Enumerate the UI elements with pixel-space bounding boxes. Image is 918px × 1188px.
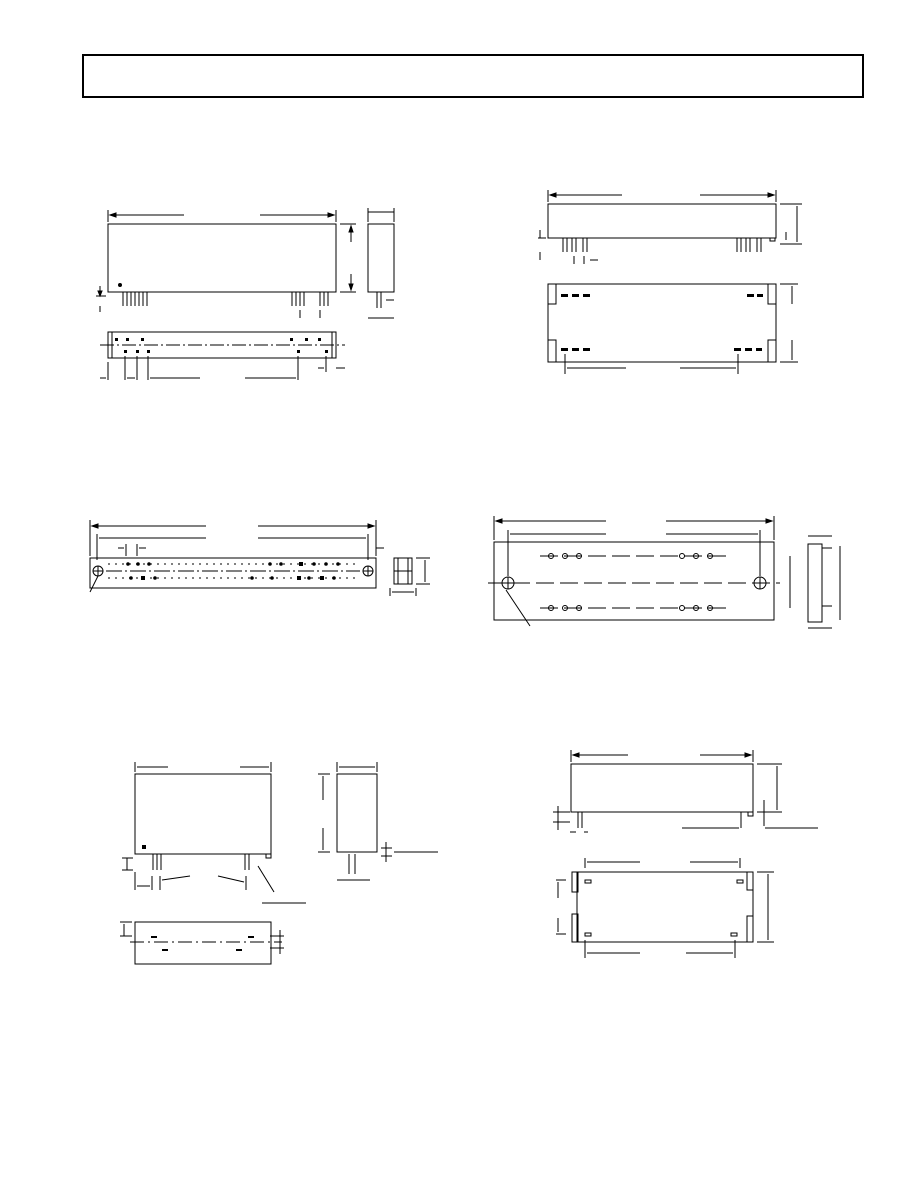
front-view-body <box>548 204 776 238</box>
bottom-view-body <box>577 872 753 942</box>
package-drawing-3 <box>90 520 430 596</box>
side-view-body <box>368 224 394 292</box>
package-drawing-5 <box>120 762 438 964</box>
package-drawing-1 <box>96 208 394 380</box>
pins <box>563 238 761 252</box>
pin-pads <box>549 554 713 611</box>
side-view-body <box>337 774 377 852</box>
top-view-body <box>90 558 376 588</box>
top-view-body <box>494 542 774 620</box>
page-header-box <box>82 54 864 98</box>
front-view-body <box>571 764 753 812</box>
front-view-body <box>135 774 271 854</box>
front-view-body <box>108 224 336 292</box>
package-drawing-2 <box>538 190 802 374</box>
bottom-view-body <box>135 922 271 964</box>
pins-right <box>292 292 328 306</box>
bottom-pin-holes <box>115 338 328 353</box>
pins-left <box>123 292 147 306</box>
package-drawing-6 <box>553 750 818 958</box>
side-view-body <box>808 544 822 622</box>
package-drawing-4 <box>488 516 840 628</box>
bottom-view-body <box>548 284 776 362</box>
